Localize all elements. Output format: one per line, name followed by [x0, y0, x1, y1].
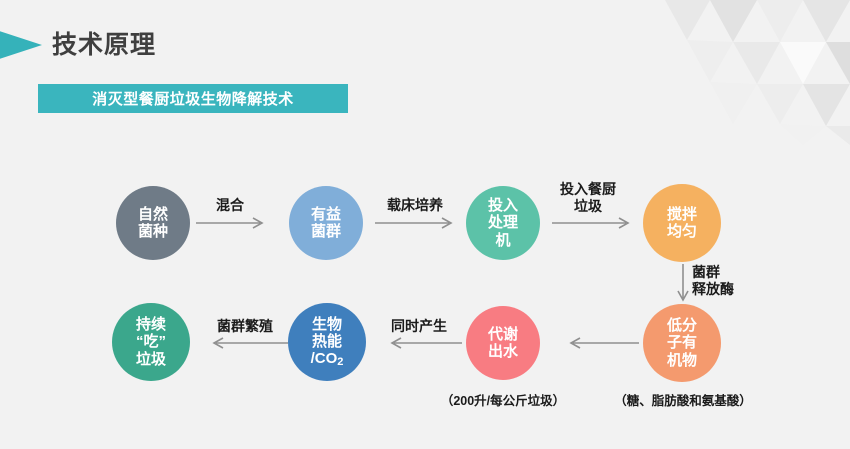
- arrow-label-simultaneous: 同时产生: [391, 318, 447, 334]
- flow-node-natural-strain[interactable]: 自然 菌种: [116, 186, 190, 260]
- co2-subscript: 2: [337, 355, 344, 368]
- page-title: 技术原理: [52, 30, 157, 59]
- note-low-molecular: （糖、脂肪酸和氨基酸）: [614, 394, 752, 408]
- note-metabolic-water: （200升/每公斤垃圾）: [440, 394, 566, 408]
- flow-node-label: 有益 菌群: [310, 205, 341, 240]
- flow-node-stir-evenly[interactable]: 搅拌 均匀: [643, 184, 721, 262]
- arrow-mix: [196, 217, 264, 229]
- triangle-right-icon: [0, 31, 42, 59]
- flow-node-label: 低分 子有 机物: [666, 317, 697, 369]
- arrow-carrier-cultivation: [375, 217, 453, 229]
- flow-node-into-processor[interactable]: 投入 处理 机: [466, 186, 540, 260]
- flow-node-label: 持续 “吃” 垃圾: [135, 316, 166, 368]
- arrow-add-kitchen-waste: [552, 217, 630, 229]
- flow-node-label: 生物 热能 /CO2: [310, 315, 344, 368]
- flow-node-label: 投入 处理 机: [487, 197, 518, 249]
- flow-node-bio-heat-co2[interactable]: 生物 热能 /CO2: [288, 303, 366, 381]
- arrow-label-carrier-cultivation: 载床培养: [387, 197, 443, 213]
- arrow-label-flora-release-enzyme: 菌群 释放酶: [692, 264, 734, 297]
- flow-node-metabolic-water[interactable]: 代谢 出水: [466, 306, 540, 380]
- arrow-label-add-kitchen-waste: 投入餐厨 垃圾: [560, 181, 616, 214]
- flow-node-label: 自然 菌种: [137, 205, 168, 240]
- arrow-label-flora-propagation: 菌群繁殖: [217, 318, 273, 334]
- flow-node-label: 代谢 出水: [487, 325, 518, 360]
- subtitle-badge-label: 消灭型餐厨垃圾生物降解技术: [92, 91, 294, 108]
- arrow-flora-propagation: [212, 337, 288, 349]
- arrow-label-mix: 混合: [216, 197, 244, 213]
- arrow-to-metabolic-water: [569, 337, 639, 349]
- page-title-row: 技术原理: [0, 24, 156, 66]
- flow-node-beneficial-flora[interactable]: 有益 菌群: [289, 186, 363, 260]
- arrow-simultaneous: [390, 337, 462, 349]
- flow-node-label: 搅拌 均匀: [666, 205, 697, 240]
- arrow-flora-release-enzyme: [677, 264, 689, 302]
- flow-node-continuous-eat[interactable]: 持续 “吃” 垃圾: [112, 303, 190, 381]
- flow-node-low-molecular[interactable]: 低分 子有 机物: [643, 304, 721, 382]
- subtitle-badge: 消灭型餐厨垃圾生物降解技术: [38, 84, 348, 113]
